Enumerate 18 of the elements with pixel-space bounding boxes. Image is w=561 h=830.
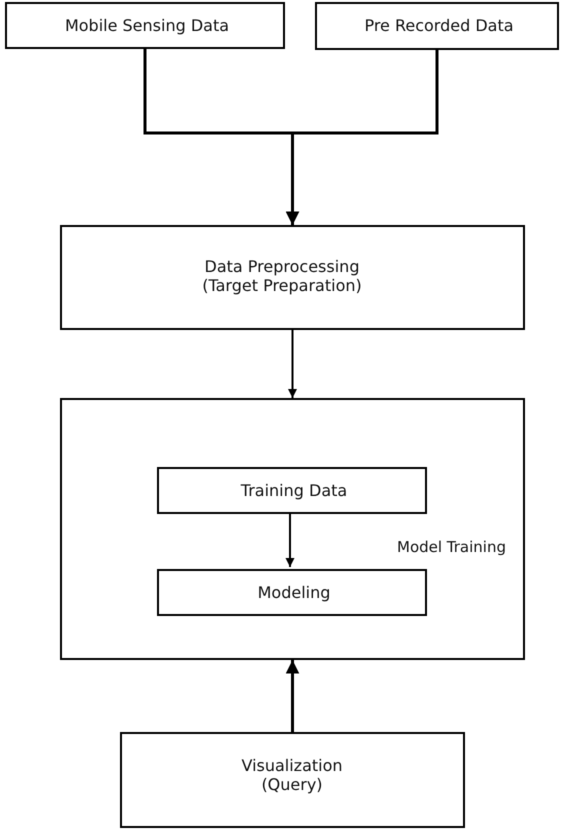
- box-label: Visualization (Query): [240, 756, 344, 794]
- process-box: [120, 732, 465, 828]
- process-box: [60, 225, 525, 330]
- arrow: [286, 512, 294, 567]
- box-label: Pre Recorded Data: [363, 16, 515, 35]
- process-box: [5, 2, 285, 49]
- process-box: [157, 467, 427, 514]
- box-label: Data Preprocessing (Target Preparation): [201, 257, 363, 295]
- process-box: [157, 569, 427, 616]
- group-label: Model Training: [397, 538, 507, 556]
- process-box: [315, 2, 559, 50]
- box-label: Training Data: [240, 481, 348, 500]
- group-box: [60, 398, 525, 660]
- arrow: [286, 50, 438, 225]
- arrow: [286, 660, 300, 732]
- box-label: Modeling: [256, 583, 332, 602]
- arrow: [288, 330, 297, 398]
- box-label: Mobile Sensing Data: [64, 16, 230, 35]
